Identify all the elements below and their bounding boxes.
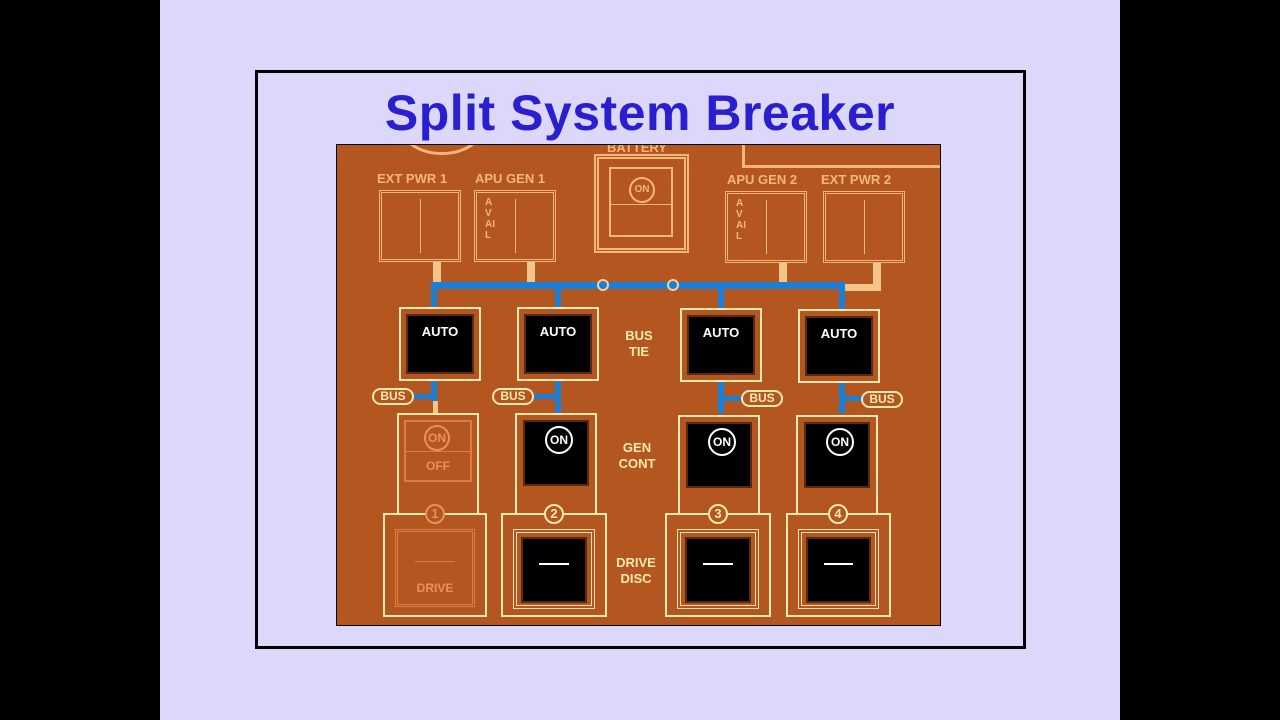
avail-label: AVAIL [485, 197, 495, 241]
bus-line [431, 282, 845, 289]
bus-pill-4: BUS [861, 391, 903, 408]
bus-pill-2: BUS [492, 388, 534, 405]
generator-number-3: 3 [708, 504, 728, 524]
battery-on-indicator: ON [629, 177, 655, 203]
slide-title: Split System Breaker [384, 85, 896, 141]
auto-label: AUTO [820, 326, 858, 341]
bus-pill-3: BUS [741, 390, 783, 407]
drive-disc-2-switch[interactable] [501, 513, 607, 617]
indicator-outline [742, 145, 940, 168]
ext-pwr-1-label: EXT PWR 1 [377, 171, 448, 186]
drive-disc-3-switch[interactable] [665, 513, 771, 617]
bus-tie-3-button[interactable]: AUTO [680, 308, 762, 382]
on-indicator: ON [545, 426, 573, 454]
generator-number-2: 2 [544, 504, 564, 524]
auto-label: AUTO [702, 325, 740, 340]
gauge-outline [402, 145, 482, 155]
slide-frame [255, 70, 1026, 649]
gen-cont-1-switch[interactable]: ON OFF [397, 413, 479, 515]
avail-label: AVAIL [736, 198, 746, 242]
apu-gen-2-label: APU GEN 2 [727, 172, 798, 187]
bus-tie-2-button[interactable]: AUTO [517, 307, 599, 381]
ext-pwr-1-button[interactable] [379, 190, 461, 262]
apu-gen-1-label: APU GEN 1 [475, 171, 546, 186]
battery-label: BATTERY [607, 144, 667, 155]
battery-switch[interactable]: ON [594, 154, 689, 253]
ext-pwr-2-label: EXT PWR 2 [821, 172, 892, 187]
auto-label: AUTO [539, 324, 577, 339]
gen-cont-4-switch[interactable]: ON [796, 415, 878, 515]
generator-number-4: 4 [828, 504, 848, 524]
off-label: OFF [426, 459, 450, 473]
drive-disc-4-switch[interactable] [786, 513, 891, 617]
split-breaker-indicator [667, 279, 679, 291]
on-indicator: ON [708, 428, 736, 456]
bus-tie-1-button[interactable]: AUTO [399, 307, 481, 381]
on-indicator: ON [826, 428, 854, 456]
gen-cont-3-switch[interactable]: ON [678, 415, 760, 515]
apu-gen-2-button[interactable]: AVAIL [725, 191, 807, 263]
ext-pwr-2-button[interactable] [823, 191, 905, 263]
bus-pill-1: BUS [372, 388, 414, 405]
auto-label: AUTO [421, 324, 459, 339]
generator-number-1: 1 [425, 504, 445, 524]
electrical-panel-photo: BATTERY EXT PWR 1 APU GEN 1 APU GEN 2 EX… [336, 144, 941, 626]
gen-cont-2-switch[interactable]: ON [515, 413, 597, 515]
apu-gen-1-button[interactable]: AVAIL [474, 190, 556, 262]
drive-label: DRIVE [416, 581, 454, 595]
bus-tie-4-button[interactable]: AUTO [798, 309, 880, 383]
split-breaker-indicator [597, 279, 609, 291]
drive-disc-1-switch[interactable]: DRIVE [383, 513, 487, 617]
on-indicator: ON [424, 425, 450, 451]
